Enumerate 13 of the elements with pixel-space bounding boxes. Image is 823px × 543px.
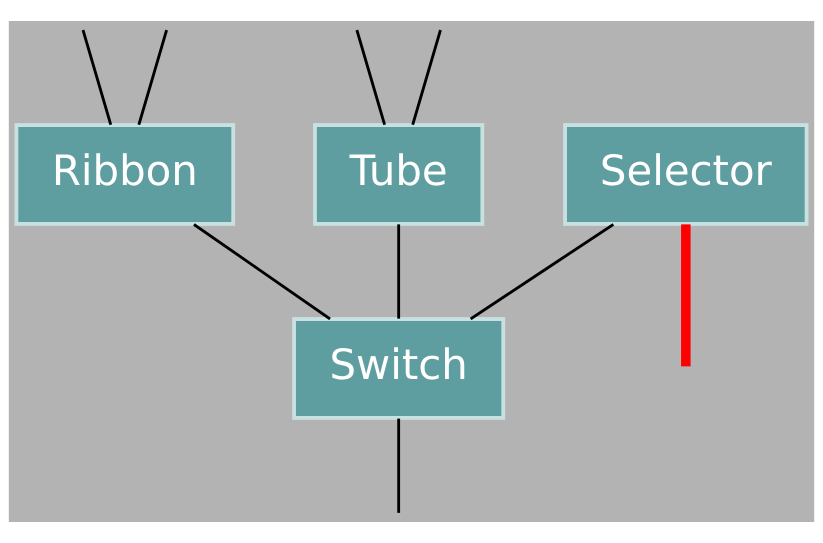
connector [355, 30, 386, 126]
connector [193, 223, 331, 320]
connector [137, 30, 168, 126]
connector [397, 224, 400, 319]
connector [411, 30, 442, 126]
node-box: Ribbon [14, 123, 236, 226]
node-box: Tube [313, 123, 484, 226]
connector [470, 223, 614, 320]
node-box: Selector [563, 123, 808, 226]
connector [397, 418, 400, 513]
connector [82, 30, 112, 126]
node-box: Switch [292, 317, 506, 420]
connector [681, 224, 691, 366]
